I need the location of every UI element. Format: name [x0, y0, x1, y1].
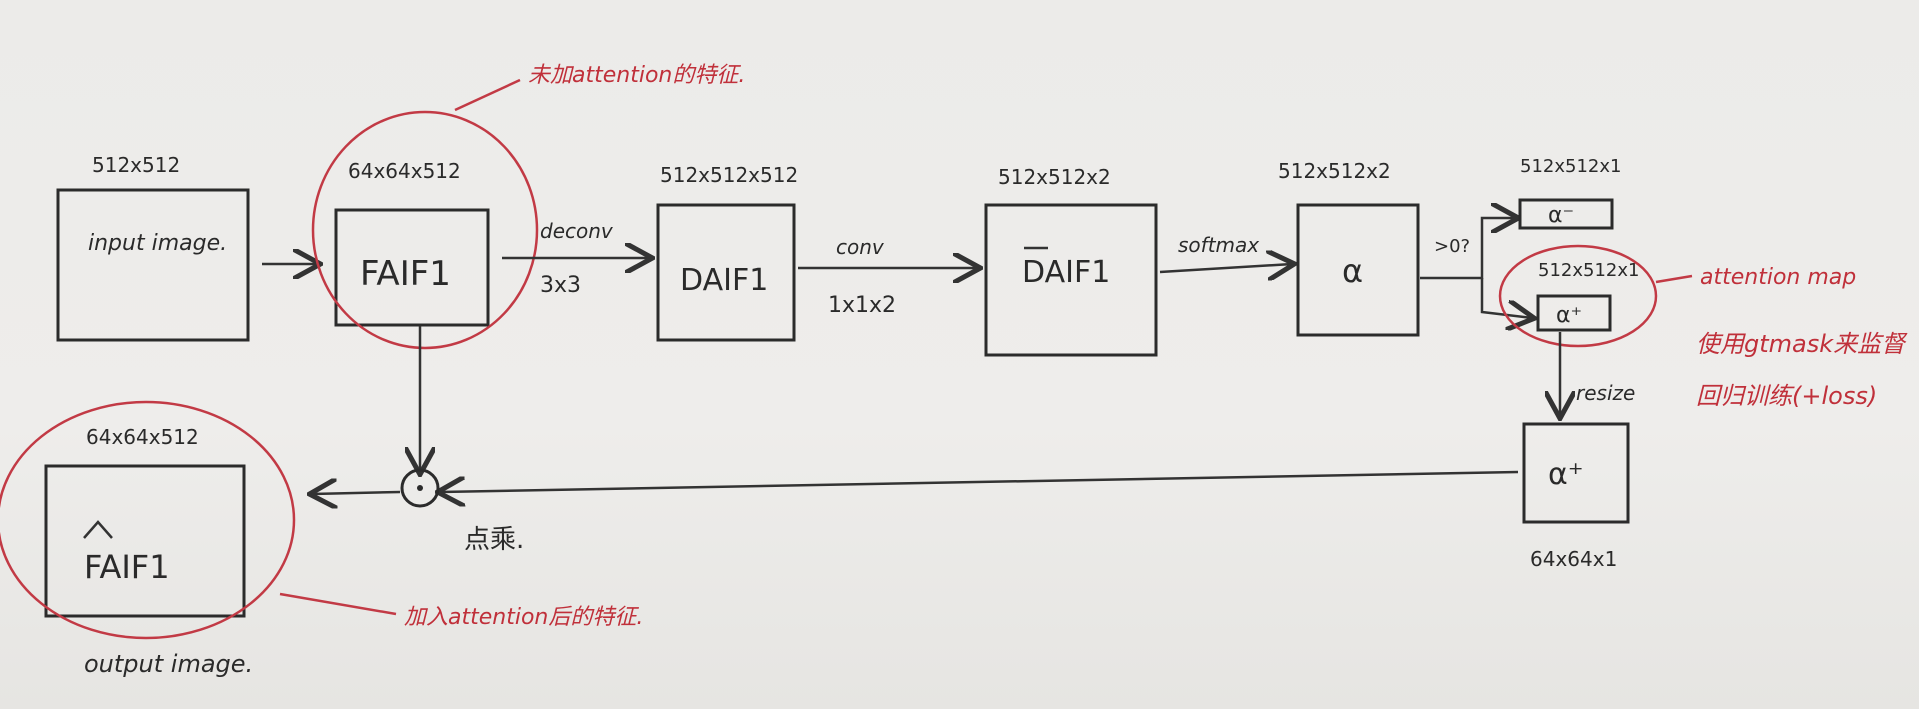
- feature-red-circle: [311, 110, 539, 350]
- output-box: [44, 464, 246, 618]
- annotation-after-attention: 加入attention后的特征.: [404, 605, 643, 630]
- alpha-minus-label: α⁻: [1548, 203, 1574, 228]
- dot-product-node: [400, 468, 440, 508]
- output-hat: [83, 520, 113, 539]
- input-dims: 512x512: [92, 153, 180, 177]
- output-annotation-leader: [279, 592, 397, 616]
- attention-map-leader: [1655, 274, 1693, 284]
- output-label: FAIF1: [84, 548, 170, 586]
- annotation-before-attention: 未加attention的特征.: [528, 63, 745, 88]
- op-threshold-name: >0?: [1434, 236, 1470, 257]
- d-map-dims: 512x512x512: [660, 163, 798, 187]
- alpha-box: [1296, 203, 1420, 337]
- op-conv-kernel: 1x1x2: [828, 293, 896, 318]
- annotation-attention-map: attention map: [1700, 265, 1856, 290]
- d-bar-box: [984, 203, 1158, 357]
- arrow-to-alpha-minus: [1420, 218, 1516, 280]
- alpha-plus-dims: 512x512x1: [1538, 260, 1639, 281]
- annotation-supervision-line2: 回归训练(+loss): [1696, 382, 1877, 410]
- attention-map-red-circle: [1498, 244, 1658, 348]
- op-conv-name: conv: [836, 235, 885, 259]
- output-dims: 64x64x512: [86, 425, 199, 449]
- arrow-dot-to-output: [312, 492, 401, 494]
- alpha-resized-label: α⁺: [1548, 457, 1584, 492]
- alpha-resized-box: [1522, 422, 1630, 524]
- dot-product-label: 点乘.: [464, 525, 524, 555]
- d-map-label: DAIF1: [680, 263, 768, 298]
- alpha-dims: 512x512x2: [1278, 159, 1391, 183]
- alpha-minus-dims: 512x512x1: [1520, 156, 1621, 177]
- feature-box: [334, 208, 490, 327]
- alpha-plus-label: α⁺: [1556, 303, 1582, 328]
- feature-label: FAIF1: [360, 254, 451, 294]
- alpha-resized-dims: 64x64x1: [1530, 547, 1617, 571]
- annotation-supervision-line1: 使用gtmask来监督: [1696, 330, 1908, 358]
- d-bar-label: DAIF1: [1022, 255, 1110, 290]
- arrow-to-alpha-plus: [1480, 278, 1532, 318]
- d-bar-dims: 512x512x2: [998, 165, 1111, 189]
- input-label: input image.: [88, 231, 227, 256]
- feature-annotation-leader: [454, 78, 521, 112]
- alpha-plus-box: [1536, 294, 1612, 332]
- arrow-softmax: [1159, 264, 1292, 272]
- input-box: [56, 188, 250, 342]
- dot-product-center: [417, 485, 423, 491]
- feature-dims: 64x64x512: [348, 159, 461, 183]
- alpha-minus-box: [1518, 198, 1614, 230]
- output-caption: output image.: [84, 650, 253, 678]
- op-deconv-kernel: 3x3: [540, 273, 581, 298]
- d-map-box: [656, 203, 796, 342]
- output-red-circle: [0, 400, 296, 640]
- arrow-alpha-to-dot: [440, 470, 1519, 492]
- op-softmax-name: softmax: [1178, 233, 1259, 257]
- op-resize-name: resize: [1576, 381, 1635, 405]
- op-deconv-name: deconv: [540, 219, 614, 243]
- alpha-label: α: [1342, 252, 1363, 290]
